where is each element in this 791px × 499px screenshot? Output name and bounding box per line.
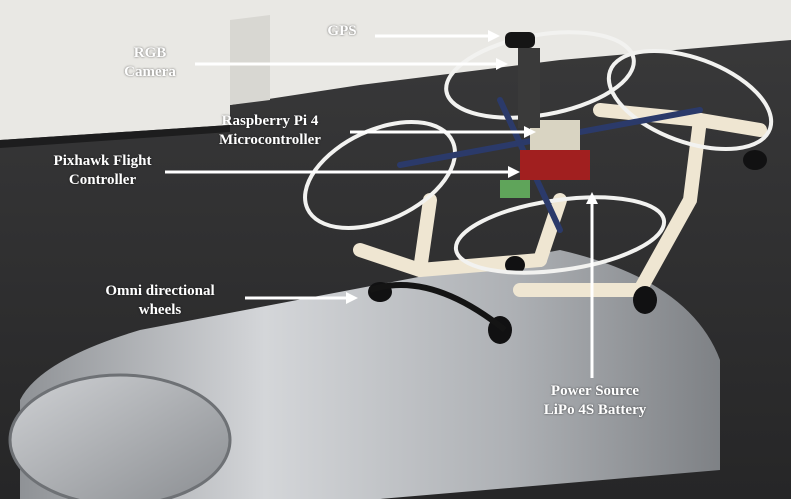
gps-label-text: GPS: [327, 23, 357, 39]
omni-wheels-label: Omni directional wheels: [75, 282, 245, 320]
rgb-camera-label-line2: Camera: [124, 64, 176, 80]
annotation-arrows: [165, 30, 598, 378]
raspberry-pi-label-line1: Raspberry Pi 4: [221, 113, 319, 129]
pixhawk-label: Pixhawk Flight Controller: [40, 152, 165, 190]
power-source-label-line1: Power Source: [550, 383, 640, 399]
rgb-camera-label: RGB Camera: [110, 44, 190, 82]
power-source-label-line2: LiPo 4S Battery: [543, 402, 647, 418]
raspberry-pi-label: Raspberry Pi 4 Microcontroller: [190, 112, 350, 150]
wall-shadow: [0, 125, 230, 148]
pixhawk-label-line1: Pixhawk Flight: [53, 153, 152, 169]
screen: [500, 180, 530, 198]
omni-wheels-label-line2: wheels: [138, 302, 182, 318]
pipe-rim: [8, 373, 232, 499]
gps-label: GPS: [312, 22, 372, 41]
omni-wheels-label-line1: Omni directional: [105, 283, 215, 299]
camera-mast: [518, 48, 540, 128]
wheel-strap: [369, 282, 507, 333]
pixhawk-label-line2: Controller: [68, 172, 137, 188]
pipe-opening: [10, 375, 230, 499]
wall-edge: [230, 15, 270, 105]
rgb-camera-label-line1: RGB: [133, 45, 167, 61]
gps-module: [505, 32, 535, 48]
landing-gear: [353, 103, 767, 297]
power-source-label: Power Source LiPo 4S Battery: [520, 382, 670, 420]
raspberry-pi-label-line2: Microcontroller: [219, 132, 321, 148]
pixhawk: [520, 150, 590, 180]
